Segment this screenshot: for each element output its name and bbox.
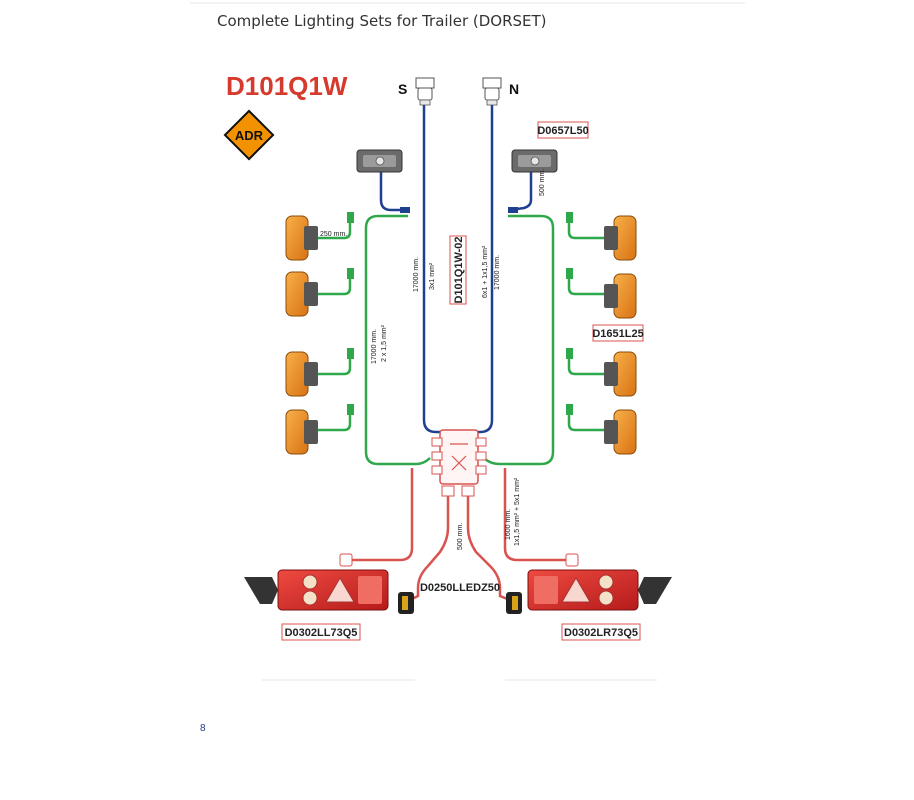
page-title: Complete Lighting Sets for Trailer (DORS… [217,12,547,30]
adr-label: ADR [235,128,264,143]
svg-text:D0250LLEDZ50: D0250LLEDZ50 [420,582,500,594]
svg-text:D0302LL73Q5: D0302LL73Q5 [285,627,358,639]
right-side-marker-lamp [604,273,637,319]
junction-box [431,429,487,485]
footer-mark: 8 [200,723,206,734]
right-side-marker-lamp [604,351,637,397]
number-plate-lamp-right [506,592,522,614]
connector-n-plug [482,77,502,106]
code-label-number-plate: D0250LLEDZ50 [420,582,500,594]
code-box-harness: D101Q1W-02 [449,235,467,305]
svg-text:D101Q1W-02: D101Q1W-02 [453,236,465,303]
green-wires [310,214,610,466]
rear-left-lamp [244,569,389,611]
code-box-side-markers: D1651L25 [592,324,644,342]
svg-text:D0302LR73Q5: D0302LR73Q5 [564,627,638,639]
code-box-rear-right: D0302LR73Q5 [561,623,641,641]
main-code: D101Q1W [226,71,348,101]
label-plate-length: 500 mm. [457,523,464,550]
label-rear-spec: 1x1,5 mm² + 5x1 mm² [514,477,521,546]
label-green-spec: 2 x 1,5 mm² [381,324,388,362]
label-top-marker-stub: 500 mm. [539,169,546,196]
label-green-length: 17000 mm. [371,329,378,364]
svg-text:D0657L50: D0657L50 [537,125,588,137]
number-plate-lamp-left [398,592,414,614]
connector-n-letter: N [509,81,519,97]
label-blue-left-length: 17000 mm. [413,257,420,292]
right-marker-plug [508,207,518,213]
right-side-marker-lamp [604,409,637,455]
label-blue-right-spec: 6x1 + 1x1,5 mm² [482,245,489,298]
code-box-top-marker: D0657L50 [537,121,589,139]
left-side-marker-lamp [285,271,318,317]
code-box-rear-left: D0302LL73Q5 [281,623,361,641]
svg-text:D1651L25: D1651L25 [592,328,643,340]
rear-right-lamp [527,569,672,611]
label-blue-right-length: 17000 mm. [494,255,501,290]
red-wires [352,468,566,602]
left-side-marker-lamp [285,409,318,455]
blue-wires [379,104,533,434]
left-side-marker-lamp [285,351,318,397]
green-plug-tips [347,212,573,415]
right-side-marker-lamp [604,215,637,261]
red-plug-tips [339,485,579,567]
top-right-marker-lamp [511,149,558,173]
connector-s-plug [415,77,435,106]
left-side-marker-lamp [285,215,318,261]
label-side-stub: 250 mm. [320,231,347,238]
label-blue-left-spec: 3x1 mm² [429,262,436,290]
connector-s-letter: S [398,81,407,97]
label-rear-length: 1600 mm. [505,509,512,540]
adr-warning-sign: ADR [223,109,275,161]
left-marker-plug [400,207,410,213]
top-left-marker-lamp [356,149,403,173]
